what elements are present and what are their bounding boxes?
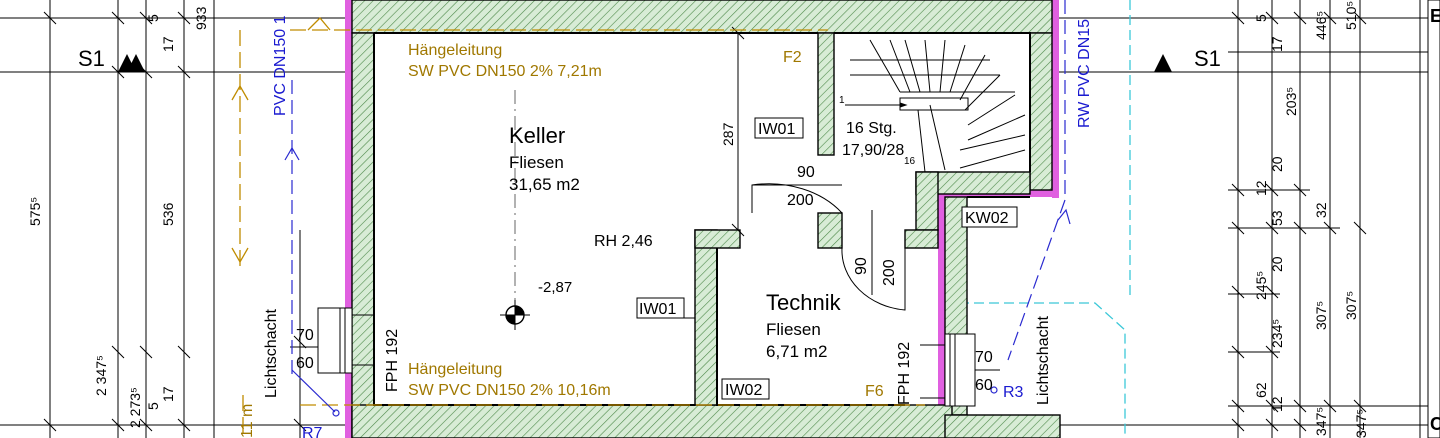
room-area-technik: 6,71 m2 [766, 342, 827, 361]
stairs-ratio: 17,90/28 [842, 142, 904, 159]
edge-letter-bottom: C [1430, 414, 1440, 434]
section-mark-left: S1 [78, 46, 145, 72]
pipe-left-fragment: 11 m [239, 404, 256, 438]
door-technik-height: 200 [881, 259, 898, 286]
dim-r-5: 5 [1253, 14, 1269, 22]
window-right-shaft: Lichtschacht [1035, 316, 1052, 405]
pipe-bottom-spec: SW PVC DN150 2% 10,16m [408, 382, 611, 399]
door-keller-width: 90 [797, 164, 815, 181]
dim-r-203: 203⁵ [1283, 87, 1299, 116]
pipe-bottom-label: Hängeleitung [408, 361, 502, 378]
door-keller [751, 183, 843, 214]
marker-f2: F2 [783, 49, 802, 66]
dim-r-234: 234⁵ [1269, 319, 1285, 348]
pipes-orange [231, 17, 925, 438]
marker-r3: R3 [1003, 384, 1024, 401]
room-floor-keller: Fliesen [509, 153, 564, 172]
dim-r-32: 32 [1313, 202, 1329, 218]
level-symbol [500, 90, 530, 330]
dim-2347: 2 347⁵ [93, 355, 109, 396]
dim-287-label: 287 [720, 122, 736, 146]
window-left-height: 60 [296, 355, 314, 372]
wall-tags [636, 117, 1018, 400]
walls [351, 0, 1061, 438]
dim-536: 536 [160, 202, 176, 226]
dim-r-17: 17 [1269, 36, 1285, 52]
dim-r-347b: 347⁵ [1313, 407, 1329, 436]
wall-tag-iw01-b: IW01 [639, 301, 676, 318]
pipe-top-spec: SW PVC DN150 2% 7,21m [408, 63, 602, 80]
dim-933: 933 [193, 6, 209, 30]
dim-r-12a: 12 [1253, 180, 1269, 196]
pipe-left-vertical: PVC DN150 1 [272, 15, 289, 116]
dim-r-510: 510⁵ [1343, 1, 1359, 30]
wall-tag-iw01-a: IW01 [758, 121, 795, 138]
dim-5b: 5 [145, 402, 161, 410]
door-keller-height: 200 [787, 192, 814, 209]
marker-f6: F6 [865, 383, 884, 400]
window-right-width: 70 [975, 349, 993, 366]
stairs-last: 16 [904, 156, 916, 167]
dim-2273: 2 273⁵ [127, 387, 143, 428]
staircase [845, 39, 1026, 173]
edge-frame [1427, 0, 1440, 438]
pipe-right-vertical: RW PVC DN15 [1076, 19, 1093, 128]
stairs-first: 1 [839, 95, 845, 106]
dim-r-20b: 20 [1269, 256, 1285, 272]
pipes-blue [284, 0, 1071, 417]
room-height: RH 2,46 [594, 233, 653, 250]
room-area-keller: 31,65 m2 [509, 175, 580, 194]
door-technik [841, 210, 906, 311]
wall-tag-kw02: KW02 [965, 210, 1009, 227]
dim-575: 575⁵ [27, 197, 43, 226]
wall-tag-iw02: IW02 [725, 382, 762, 399]
stairs-steps: 16 Stg. [846, 120, 897, 137]
dim-r-53: 53 [1269, 210, 1285, 226]
dim-r-347: 347⁵ [1353, 409, 1369, 438]
marker-r7: R7 [302, 425, 323, 438]
dim-r-62: 62 [1253, 382, 1269, 398]
window-right-height: 60 [975, 377, 993, 394]
window-left-shaft: Lichtschacht [263, 309, 280, 398]
door-technik-width: 90 [853, 257, 870, 275]
section-mark-right: S1 [1154, 46, 1221, 72]
svg-text:S1: S1 [78, 46, 105, 71]
dim-r-12b: 12 [1269, 396, 1285, 412]
window-left [290, 307, 374, 374]
dim-17a: 17 [160, 36, 176, 52]
edge-letter-top: E [1430, 6, 1440, 26]
room-floor-technik: Fliesen [766, 320, 821, 339]
dim-r-20a: 20 [1269, 156, 1285, 172]
dim-r-446: 446⁵ [1313, 11, 1329, 40]
window-right [920, 333, 1000, 407]
dim-5a: 5 [145, 14, 161, 22]
dim-17b: 17 [160, 386, 176, 402]
window-right-fph: FPH 192 [896, 342, 913, 405]
window-left-fph: FPH 192 [384, 329, 401, 392]
svg-text:S1: S1 [1194, 46, 1221, 71]
dim-r-307b: 307⁵ [1343, 291, 1359, 320]
dim-287 [731, 26, 745, 237]
pipe-top-label: Hängeleitung [408, 42, 502, 59]
room-name-technik: Technik [766, 290, 842, 315]
dim-r-307a: 307⁵ [1313, 301, 1329, 330]
window-left-width: 70 [296, 327, 314, 344]
floor-level: -2,87 [538, 279, 572, 296]
room-name-keller: Keller [509, 123, 565, 148]
dim-r-245: 245⁵ [1253, 271, 1269, 300]
